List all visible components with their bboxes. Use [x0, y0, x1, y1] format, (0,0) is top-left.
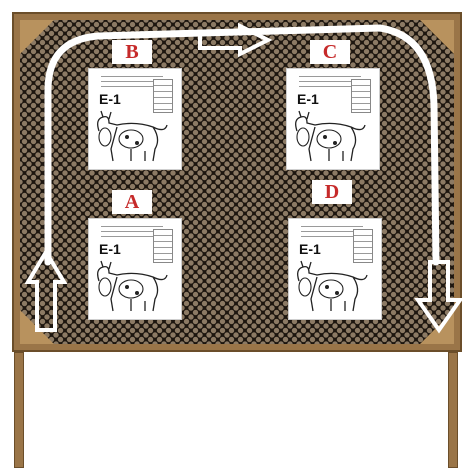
legend-box	[353, 229, 373, 263]
cat-anatomy-icon	[91, 109, 171, 165]
down-arrow-icon	[418, 262, 460, 330]
station-letter-a: A	[112, 190, 152, 214]
cat-anatomy-icon	[91, 259, 171, 315]
cat-anatomy-icon	[291, 259, 371, 315]
station-code: E-1	[99, 91, 121, 107]
station-card-b: E-1	[88, 68, 182, 170]
station-code: E-1	[299, 241, 321, 257]
station-letter-c: C	[310, 40, 350, 64]
station-code: E-1	[297, 91, 319, 107]
legend-box	[351, 79, 371, 113]
legend-box	[153, 79, 173, 113]
legend-box	[153, 229, 173, 263]
station-card-d: E-1	[288, 218, 382, 320]
station-code: E-1	[99, 241, 121, 257]
station-letter-d: D	[312, 180, 352, 204]
cat-anatomy-icon	[289, 109, 369, 165]
station-card-c: E-1	[286, 68, 380, 170]
station-letter-b: B	[112, 40, 152, 64]
station-card-a: E-1	[88, 218, 182, 320]
